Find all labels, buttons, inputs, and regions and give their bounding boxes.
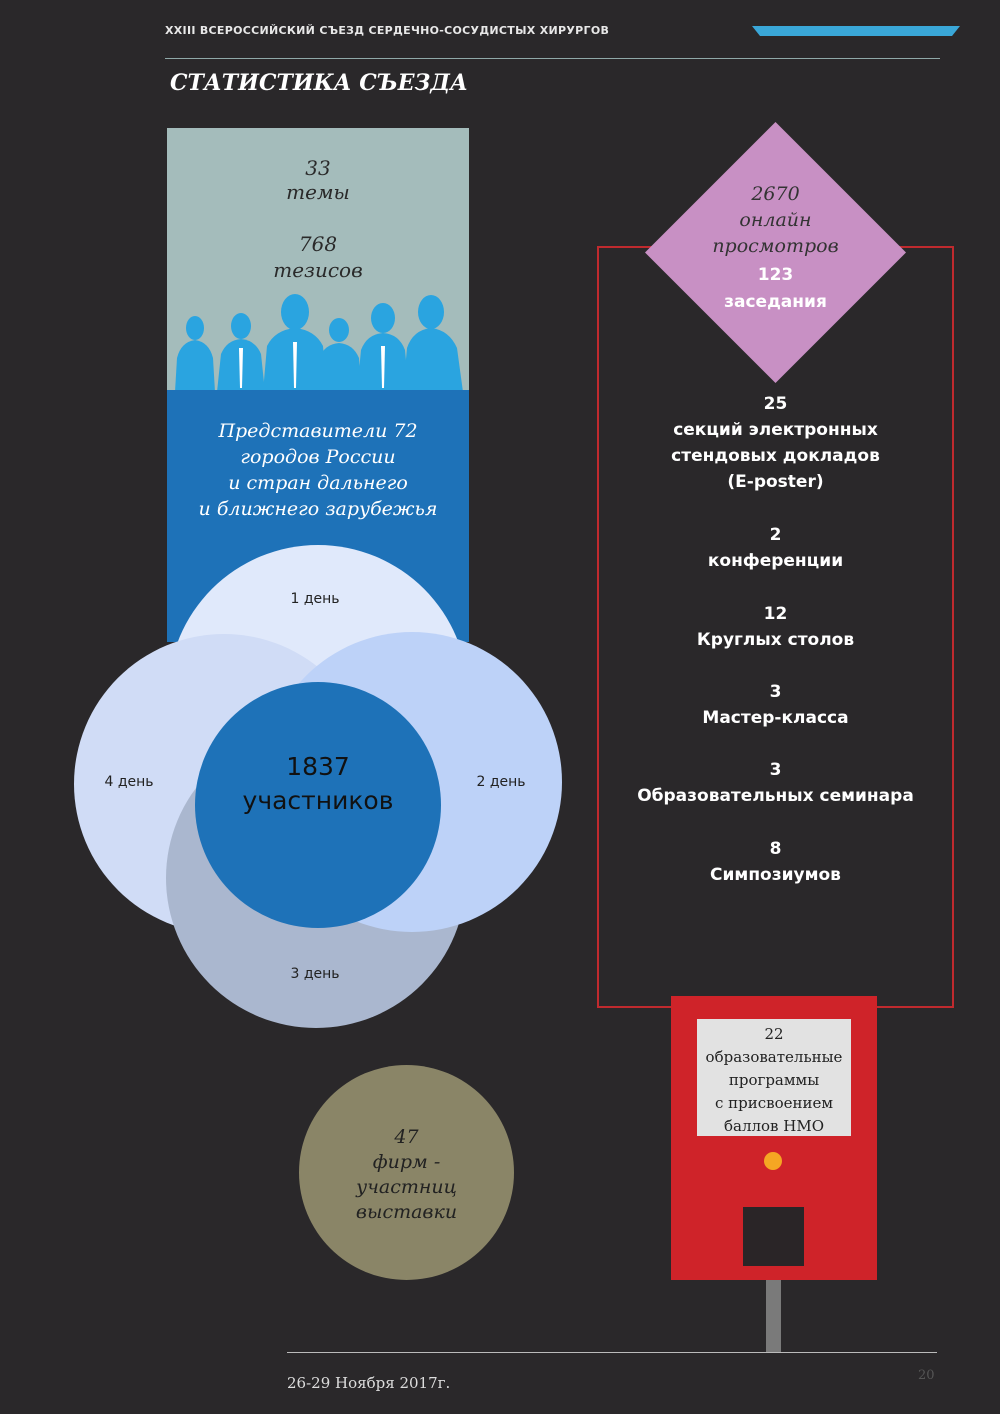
stat-number: 25 [763, 394, 788, 414]
online-views-count: 2670 [751, 183, 800, 205]
stat-line: (E-poster) [727, 472, 824, 492]
stat-line: Образовательных семинара [637, 786, 914, 806]
participants-label: участников [242, 786, 394, 815]
people-silhouettes-icon [175, 294, 463, 392]
stat-eposter: 25 секций электронных стендовых докладов… [597, 391, 954, 495]
topics-label: темы [286, 180, 350, 204]
stat-number: 2 [769, 525, 782, 545]
stand-pole [766, 1280, 781, 1352]
representatives-line-4: и ближнего зарубежья [198, 498, 438, 520]
online-views-line-2: просмотров [712, 235, 839, 257]
representatives-text: Представители 72 городов России и стран … [167, 418, 469, 522]
participants-circle [195, 682, 441, 928]
day-3-label: 3 день [290, 966, 340, 982]
online-views-line-1: онлайн [739, 209, 812, 231]
stat-line: секций электронных [673, 420, 878, 440]
exhibition-text: 47 фирм - участниц выставки [299, 1125, 514, 1225]
stat-master-classes: 3 Мастер-класса [597, 679, 954, 731]
stat-symposiums: 8 Симпозиумов [597, 836, 954, 888]
representatives-line-1: Представители 72 [218, 420, 418, 442]
stat-round-tables: 12 Круглых столов [597, 601, 954, 653]
participants-count-block: 1837 участников [195, 750, 441, 818]
stat-seminars: 3 Образовательных семинара [597, 757, 954, 809]
exhibition-count: 47 [394, 1126, 419, 1148]
participants-count: 1837 [286, 752, 350, 781]
sessions-count: 123 [757, 265, 794, 285]
nmo-count: 22 [764, 1025, 784, 1043]
nmo-text: 22 образовательные программы с присвоени… [697, 1023, 851, 1138]
stat-line: стендовых докладов [671, 446, 880, 466]
stat-line: Мастер-класса [702, 708, 849, 728]
nmo-line-4: баллов НМО [723, 1117, 824, 1135]
nmo-panel [697, 1019, 851, 1136]
representatives-line-3: и стран дальнего [228, 472, 408, 494]
stat-number: 3 [769, 760, 782, 780]
day-2-label: 2 день [476, 774, 526, 790]
exhibition-line-3: выставки [355, 1201, 458, 1223]
exhibition-line-2: участниц [356, 1176, 457, 1198]
nmo-line-2: программы [728, 1071, 820, 1089]
exhibition-circle [299, 1065, 514, 1280]
online-views-text: 2670 онлайн просмотров [643, 181, 908, 259]
day-1-label: 1 день [290, 591, 340, 607]
nmo-line-3: с присвоением [714, 1094, 834, 1112]
stat-number: 3 [769, 682, 782, 702]
stat-line: Симпозиумов [710, 865, 841, 885]
stat-line: конференции [707, 551, 844, 571]
representatives-line-2: городов России [240, 446, 396, 468]
header-accent-bar [752, 26, 960, 36]
online-views-diamond [645, 122, 906, 383]
topics-count: 33 [305, 156, 331, 180]
stat-number: 8 [769, 839, 782, 859]
conference-title: XXIII ВСЕРОССИЙСКИЙ СЪЕЗД СЕРДЕЧНО-СОСУД… [165, 24, 610, 37]
footer-divider [287, 1352, 937, 1353]
day-4-label: 4 день [104, 774, 154, 790]
nmo-line-1: образовательные [705, 1048, 843, 1066]
footer-date: 26-29 Ноября 2017г. [287, 1374, 451, 1392]
stat-line: Круглых столов [696, 630, 855, 650]
header-divider [165, 58, 940, 59]
indicator-dot-icon [764, 1152, 782, 1170]
sessions-label: заседания [724, 292, 827, 312]
page-title: СТАТИСТИКА СЪЕЗДА [170, 70, 468, 96]
theses-label: тезисов [273, 258, 363, 282]
exhibition-line-1: фирм - [372, 1151, 441, 1173]
sessions-text: 123 заседания [643, 262, 908, 316]
page-number: 20 [918, 1368, 935, 1383]
theses-count: 768 [298, 232, 338, 256]
stat-conferences: 2 конференции [597, 522, 954, 574]
slot-square-icon [743, 1207, 804, 1266]
stat-number: 12 [763, 604, 788, 624]
